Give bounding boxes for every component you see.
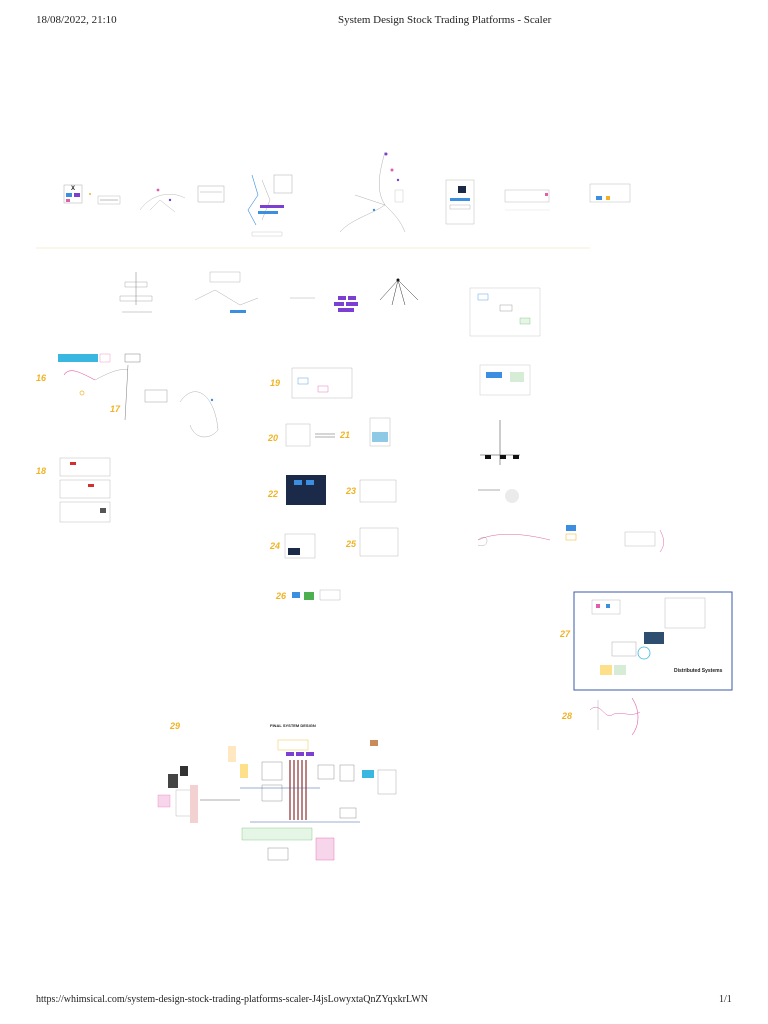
diagram-13[interactable] (469, 287, 541, 337)
distributed-systems-label: Distributed Systems (674, 668, 723, 674)
section-number-27: 27 (559, 629, 571, 639)
section-22[interactable]: 22 (267, 475, 326, 505)
diagram-2[interactable] (97, 195, 121, 205)
section-28[interactable]: 28 (561, 697, 641, 736)
page-url[interactable]: https://whimsical.com/system-design-stoc… (36, 994, 429, 1005)
section-number-22: 22 (267, 489, 278, 499)
section-25[interactable]: 25 (345, 527, 399, 557)
diagram-5-mindmap[interactable] (339, 151, 406, 233)
distributed-systems-frame[interactable] (573, 591, 733, 691)
diagram-3[interactable] (139, 185, 225, 213)
section-number-23: 23 (345, 486, 356, 496)
diagram-4[interactable] (247, 174, 293, 237)
section-26[interactable]: 26 (275, 589, 341, 601)
section-20[interactable]: 20 (267, 423, 335, 447)
right-diagrams[interactable] (477, 364, 664, 553)
section-24[interactable]: 24 (269, 533, 316, 559)
final-system-design-diagram[interactable] (157, 739, 397, 861)
section-number-19: 19 (270, 378, 280, 388)
section-18[interactable]: 18 (36, 457, 111, 523)
section-16[interactable]: 16 (36, 353, 141, 396)
diagram-10[interactable] (194, 271, 259, 313)
section-number-16: 16 (36, 373, 47, 383)
x-mark: X (71, 186, 75, 192)
diagram-12[interactable] (334, 278, 419, 313)
section-number-29: 29 (169, 721, 180, 731)
section-21[interactable]: 21 (339, 417, 391, 447)
diagram-8[interactable] (589, 183, 631, 203)
diagram-1[interactable]: X (63, 184, 91, 204)
section-19[interactable]: 19 (270, 367, 353, 399)
section-number-17: 17 (110, 404, 121, 414)
print-timestamp: 18/08/2022, 21:10 (36, 14, 117, 26)
section-number-25: 25 (345, 539, 357, 549)
section-number-24: 24 (269, 541, 280, 551)
section-23[interactable]: 23 (345, 479, 397, 503)
section-number-28: 28 (561, 711, 572, 721)
diagram-7[interactable] (504, 189, 550, 211)
distributed-systems-content[interactable]: Distributed Systems (591, 597, 723, 675)
document-title: System Design Stock Trading Platforms - … (338, 14, 552, 26)
diagram-6[interactable] (445, 179, 475, 225)
section-number-26: 26 (275, 591, 287, 601)
page-count: 1/1 (719, 994, 732, 1005)
section-number-20: 20 (267, 433, 278, 443)
section-number-18: 18 (36, 466, 46, 476)
section-number-21: 21 (339, 430, 350, 440)
diagram-9[interactable] (119, 272, 153, 313)
final-system-design-title: FINAL SYSTEM DESIGN (270, 723, 316, 728)
section-17[interactable]: 17 (110, 364, 219, 438)
